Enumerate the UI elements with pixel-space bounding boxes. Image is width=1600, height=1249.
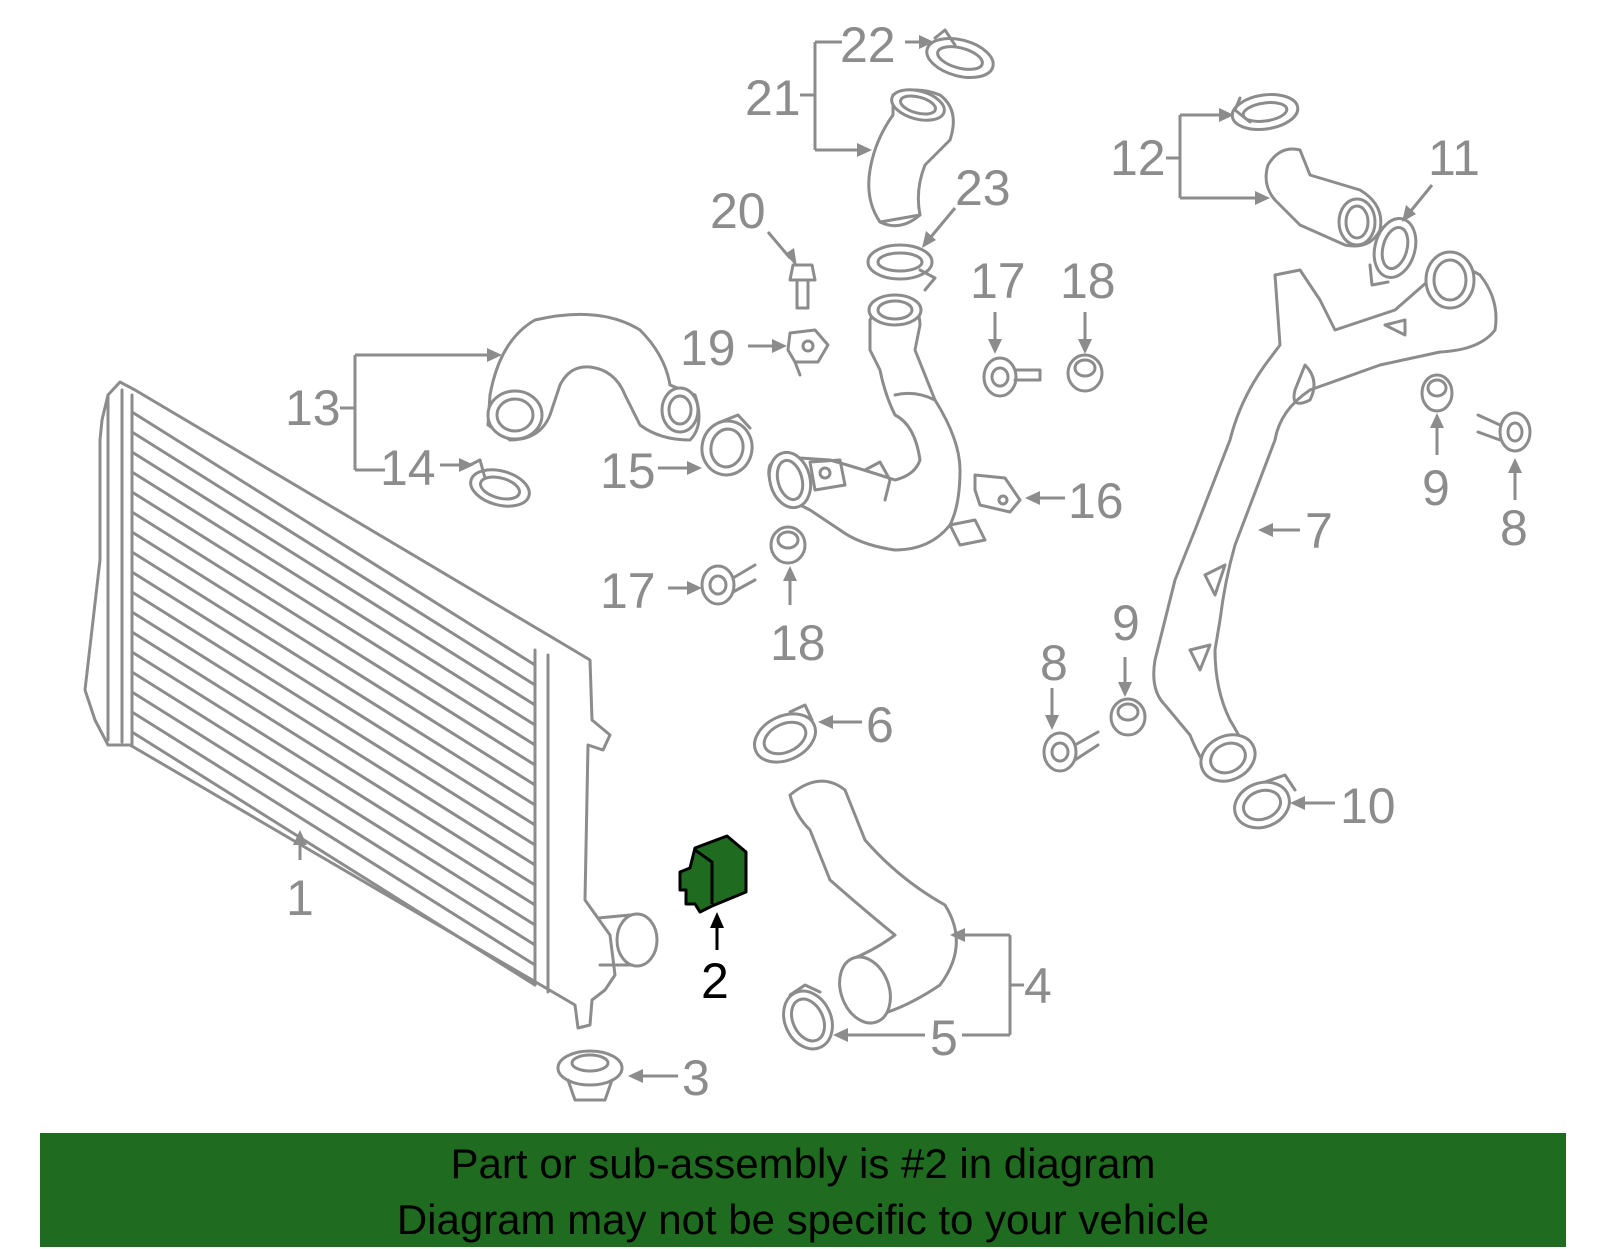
- callout-3: 3: [682, 1050, 710, 1106]
- charge-pipe: [1152, 250, 1498, 783]
- clamp-6: [753, 703, 817, 764]
- grommet-18-lower: [769, 525, 807, 565]
- callout-21: 21: [745, 70, 801, 126]
- clamp-10: [1233, 773, 1297, 830]
- sensor-19: [786, 328, 830, 377]
- callout-6: 6: [866, 697, 894, 753]
- clamp-15: [700, 413, 754, 477]
- clamp-11: [1368, 217, 1418, 287]
- grommet-18-upper: [1066, 353, 1104, 393]
- callout-11: 11: [1428, 130, 1480, 186]
- grommet-9-lower: [1109, 697, 1147, 737]
- callout-14: 14: [380, 440, 436, 496]
- callout-18-upper: 18: [1060, 253, 1116, 309]
- callout-17-lower: 17: [600, 563, 656, 619]
- callout-1: 1: [286, 870, 314, 926]
- callout-2: 2: [701, 953, 729, 1009]
- callout-15: 15: [600, 443, 656, 499]
- callout-19: 19: [680, 320, 736, 376]
- callout-10: 10: [1340, 778, 1396, 834]
- callout-4: 4: [1024, 958, 1052, 1014]
- banner-line-2: Diagram may not be specific to your vehi…: [396, 1196, 1210, 1243]
- callout-9-lower: 9: [1112, 595, 1140, 651]
- clamp-22: [925, 28, 995, 79]
- grommet: [556, 1049, 624, 1102]
- callout-16: 16: [1068, 473, 1124, 529]
- callout-5: 5: [930, 1010, 958, 1066]
- callout-17-upper: 17: [970, 253, 1026, 309]
- clamp-5: [782, 983, 834, 1051]
- bolt-20: [788, 263, 817, 310]
- bolt-8-upper: [1476, 411, 1532, 453]
- bolt-17-upper: [982, 356, 1042, 398]
- banner-line-1: Part or sub-assembly is #2 in diagram: [450, 1140, 1156, 1187]
- callout-20: 20: [710, 183, 766, 239]
- clamp-14: [468, 458, 531, 508]
- hose-21: [867, 88, 955, 228]
- intercooler-fins: [130, 410, 537, 987]
- callout-23: 23: [955, 160, 1011, 216]
- clamp-23: [866, 243, 937, 292]
- callout-9-upper: 9: [1422, 460, 1450, 516]
- highlighted-part-bracket: [678, 834, 748, 914]
- clamp-12: [1230, 93, 1300, 131]
- callout-7: 7: [1305, 503, 1333, 559]
- callout-12: 12: [1110, 130, 1166, 186]
- lower-hose: [788, 779, 958, 1025]
- pipe-16: [767, 293, 1022, 552]
- bolt-17-lower: [700, 563, 757, 606]
- callout-8-upper: 8: [1500, 500, 1528, 556]
- hose-12: [1264, 147, 1383, 248]
- callout-13: 13: [285, 380, 341, 436]
- grommet-9-upper: [1420, 373, 1454, 413]
- hose-13: [486, 312, 701, 442]
- callout-22: 22: [840, 17, 896, 73]
- callout-8-lower: 8: [1040, 635, 1068, 691]
- callout-18-lower: 18: [770, 615, 826, 671]
- info-banner: Part or sub-assembly is #2 in diagram Di…: [40, 1133, 1566, 1247]
- bolt-8-lower: [1042, 730, 1100, 773]
- intercooler: [83, 380, 659, 1030]
